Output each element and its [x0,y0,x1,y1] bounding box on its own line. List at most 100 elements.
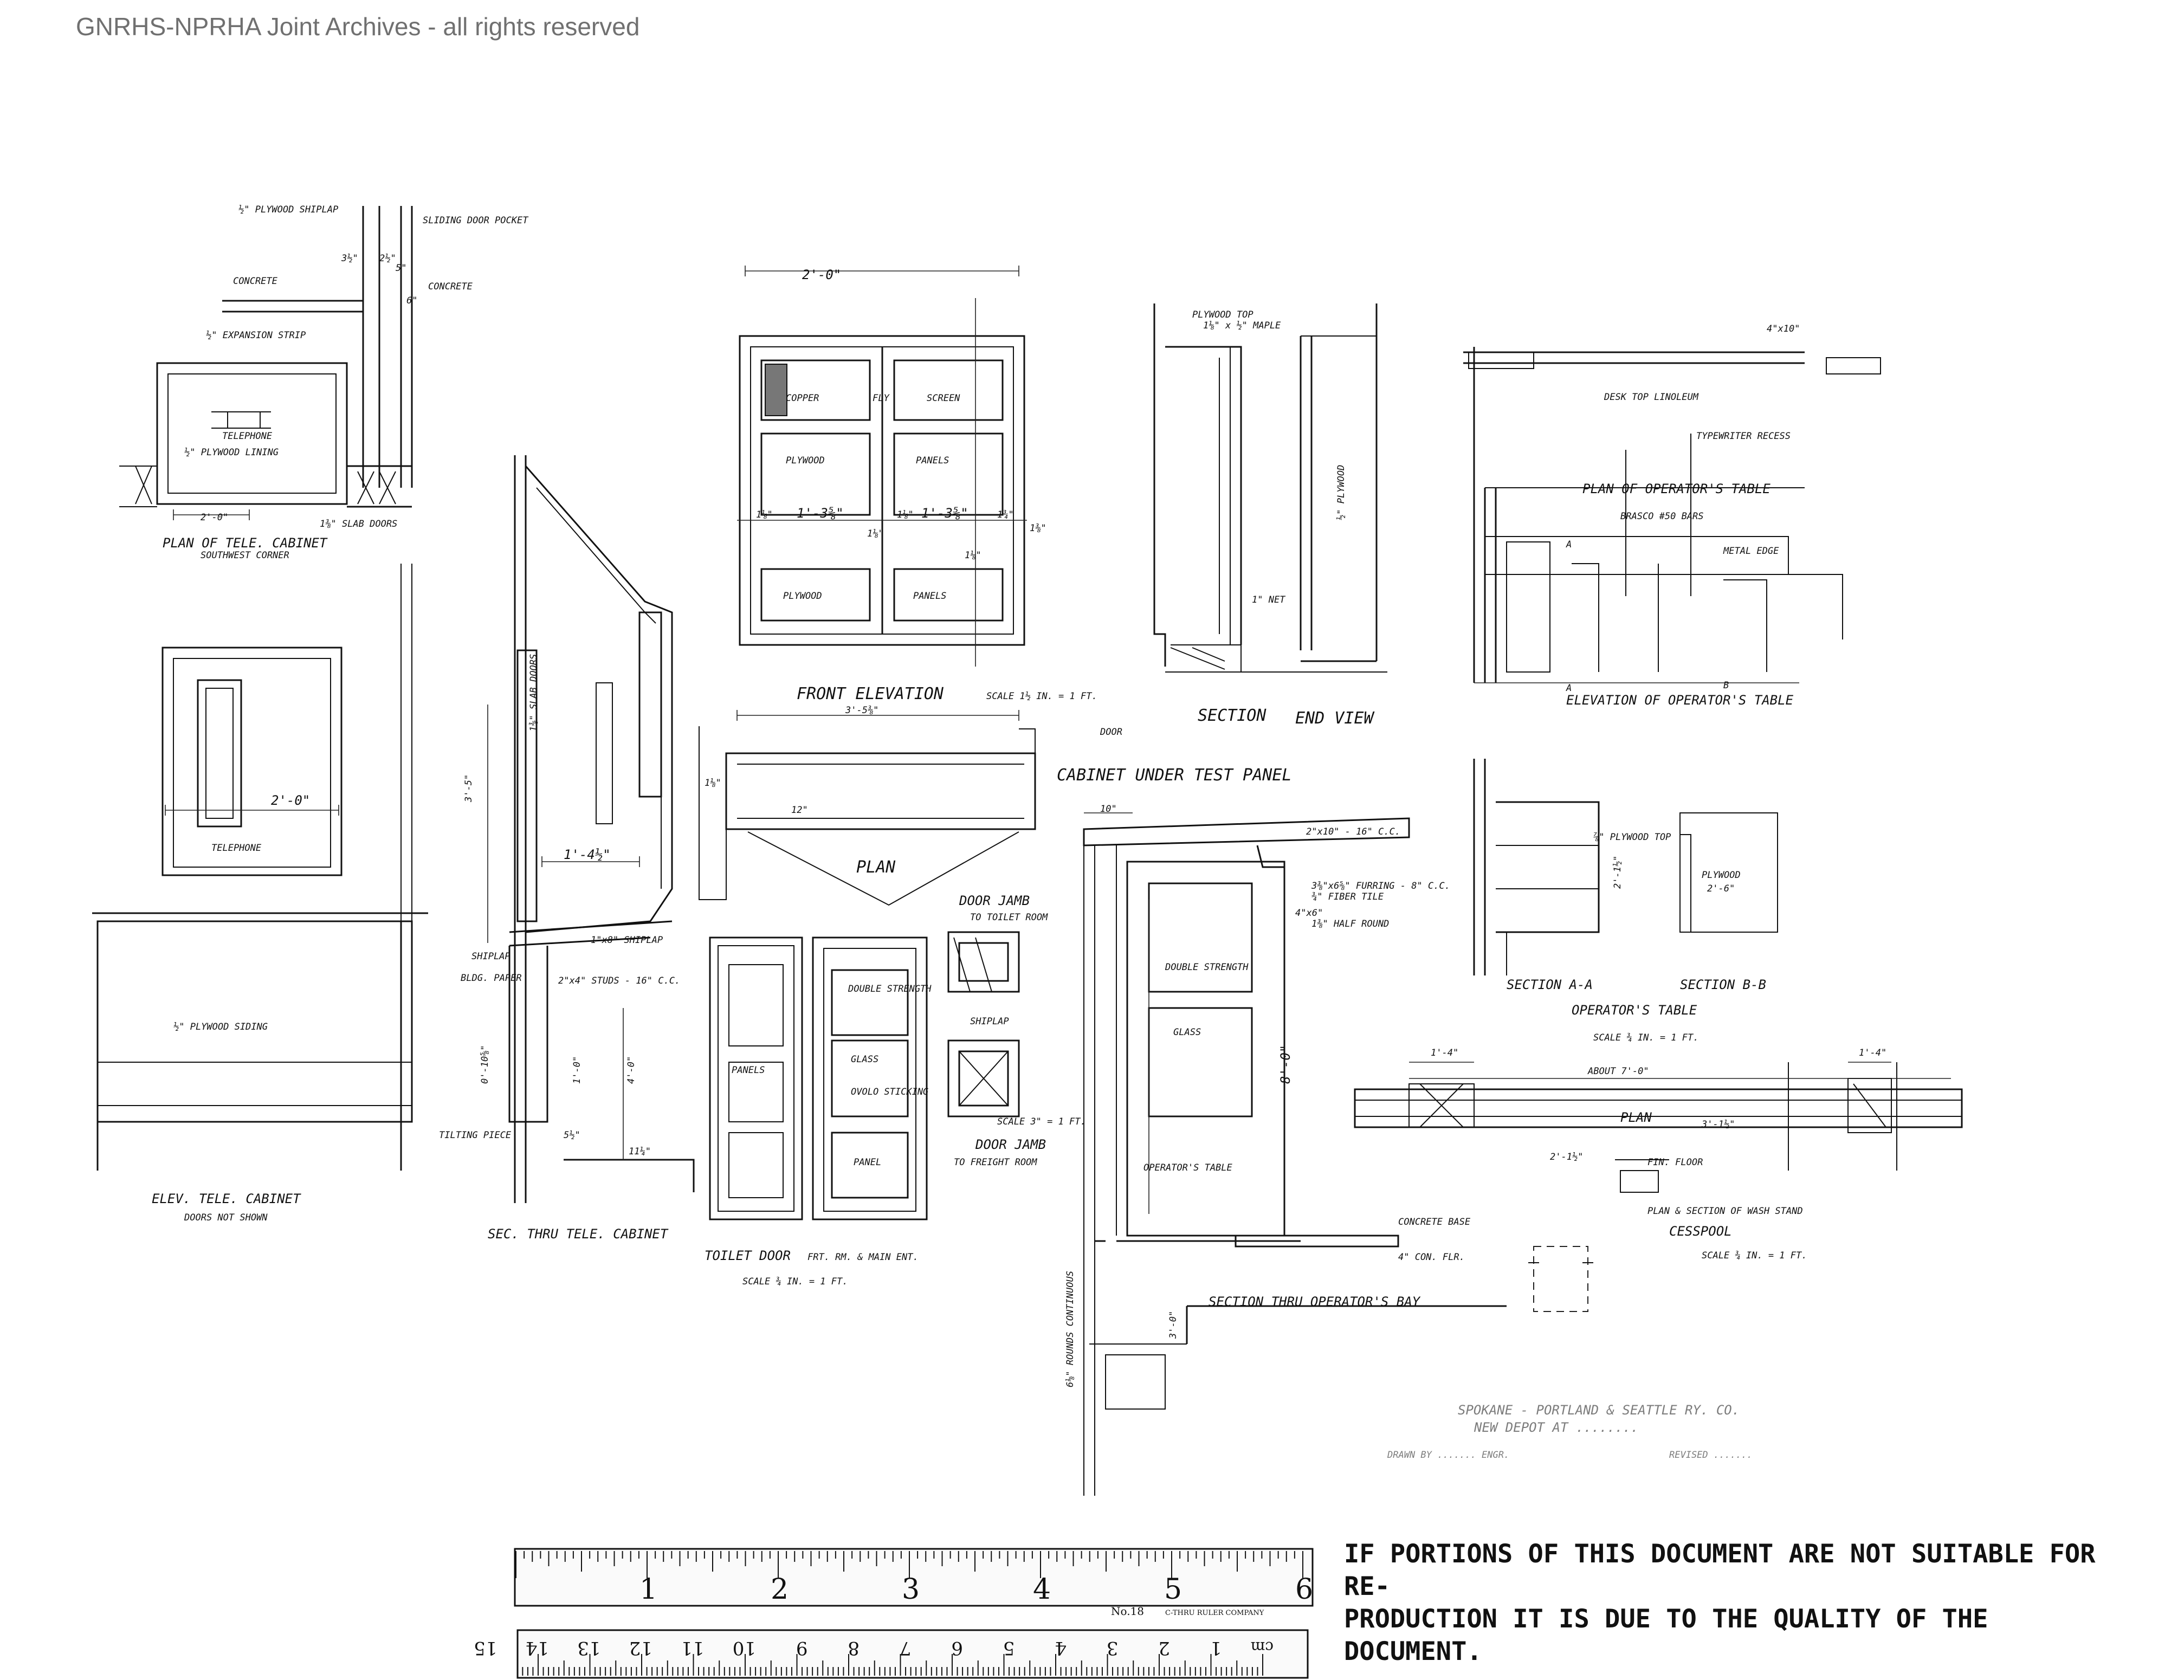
doors-view: PANELS DOUBLE STRENGTH GLASS OVOLO STICK… [705,936,932,1287]
section-maple: 1⅛" x ½" MAPLE [1203,320,1281,331]
cabinet-plan-depth: 1⅛" [705,778,721,789]
wash-2-1: 2'-1½" [1550,1152,1583,1162]
tele-sec-dim-1-0: 1'-0" [572,1056,583,1084]
doors-title: TOILET DOOR [705,1248,791,1263]
tele-plan-dim-2-5: 2½" [379,253,396,264]
section-plywood-top: PLYWOOD TOP [1192,309,1253,320]
door-ovolo: OVOLO STICKING [851,1087,928,1097]
door-double-strength: DOUBLE STRENGTH [848,984,932,994]
tele-plan-dim-6: 6" [406,295,417,306]
tele-plan-concrete-left: CONCRETE [233,276,278,287]
section-title: SECTION [1198,706,1267,725]
front-elev-width: 2'-0" [802,267,841,282]
front-elev-title: FRONT ELEVATION [797,684,944,703]
doors-title2: FRT. RM. & MAIN ENT. [807,1252,919,1263]
ruler-cm-label: 13 [577,1637,600,1659]
end-view-plywood: ½" PLYWOOD [1336,465,1347,520]
tele-plan-dim-3-5: 3½" [341,253,358,264]
tele-plan-expansion-strip: ½" EXPANSION STRIP [206,330,306,341]
wash-plan-label: PLAN [1620,1110,1652,1125]
tele-sec-shiplap: SHIPLAP [471,951,511,962]
ruler-inch-label: 6 [1295,1573,1313,1606]
tele-plan-plywood-lining: ½" PLYWOOD LINING [184,447,279,458]
front-elev-plywood-2: PLYWOOD [783,591,822,602]
tele-sec-dim-4-0: 4'-0" [626,1056,637,1084]
ruler-cm-label: 15 [474,1637,497,1659]
tele-elev-title: ELEV. TELE. CABINET [152,1191,301,1206]
quality-notice: IF PORTIONS OF THIS DOCUMENT ARE NOT SUI… [1344,1538,2103,1668]
op-table-sec-a: SECTION A-A [1507,977,1593,992]
ruler-cm-label: 7 [900,1637,912,1659]
ruler-cm-label: 1 [1210,1637,1222,1659]
op-bay-fiber-tile: ¾" FIBER TILE [1311,891,1384,902]
wash-3-1: 3'-1½" [1701,1119,1735,1130]
op-table-2-1: 2'-1½" [1612,856,1623,889]
ruler-cm-label: 5 [1003,1637,1015,1659]
tele-elev-plywood-siding: ½" PLYWOOD SIDING [173,1022,268,1032]
section-1-net: 1" NET [1252,595,1286,605]
tele-plan-subtitle: SOUTHWEST CORNER [201,550,289,561]
ruler-cm-label: 12 [629,1637,652,1659]
cabinet-plan-plan-label: PLAN [856,858,896,877]
operator-bay-view: 10" 2"x10" - 16" C.C. 3⅜"x6⅝" FURRING - … [1065,804,1507,1496]
front-elev-dim-b: 1⅛" [897,509,914,520]
op-bay-rounds: 6⅛" ROUNDS CONTINUOUS [1065,1271,1076,1387]
title-block-line1: SPOKANE - PORTLAND & SEATTLE RY. CO. [1458,1403,1740,1418]
op-table-scale: SCALE ¾ IN. = 1 FT. [1593,1032,1698,1043]
tele-sec-title: SEC. THRU TELE. CABINET [488,1226,669,1242]
door-jamb-view: DOOR JAMB TO TOILET ROOM SHIPLAP SCALE 3… [947,893,1086,1168]
tele-sec-dim-11: 11¼" [629,1146,651,1157]
front-elev-dim-left: 1'-3⅝" [797,506,844,521]
door-jamb-scale: SCALE 3" = 1 FT. [997,1116,1086,1127]
cabinet-plan-width: 3'-5⅜" [845,705,878,716]
op-table-linoleum: DESK TOP LINOLEUM [1604,392,1699,403]
front-elev-fly: FLY [873,393,890,404]
door-jamb-shiplap: SHIPLAP [970,1016,1009,1027]
op-table-plywood-top: ⅞" PLYWOOD TOP [1593,832,1671,843]
tele-sec-tilting-piece: TILTING PIECE [439,1130,512,1141]
door-panels: PANELS [732,1065,765,1076]
front-elev-screen: SCREEN [927,393,960,404]
wash-stand-view: ABOUT 7'-0" 1'-4" 1'-4" 3'-1½" 2'-1½" FI… [1354,1048,1963,1312]
ruler-inch-label: 2 [771,1573,789,1606]
tele-elevation-view: 2'-0" TELEPHONE ½" PLYWOOD SIDING ELEV. … [92,564,428,1223]
cabinet-plan-view: 3'-5⅜" DOOR 1⅛" 12" CABINET UNDER TEST P… [699,705,1291,906]
ruler-cm-unit: cm [1251,1638,1274,1656]
end-view-title: END VIEW [1295,709,1375,728]
front-elev-dim-d: 1¾" [997,509,1014,520]
ruler-inch-label: 5 [1164,1573,1182,1606]
op-bay-4x6: 4"x6" [1295,908,1323,919]
ruler-maker: C-THRU RULER COMPANY [1165,1609,1264,1617]
ruler-cm-label: 9 [796,1637,808,1659]
op-bay-con-flr: 4" CON. FLR. [1398,1252,1465,1263]
front-elevation-view: 2'-0" COPPER FLY SCREEN PLYWOOD PANELS P… [737,266,1097,703]
op-table-plywood: PLYWOOD [1702,870,1741,881]
ruler-cm-label: 8 [848,1637,860,1659]
op-bay-concrete-base: CONCRETE BASE [1398,1217,1471,1227]
op-table-brasco: BRASCO #50 BARS [1620,511,1704,522]
op-bay-double-strength: DOUBLE STRENGTH [1165,962,1249,973]
op-table-a2: A [1566,683,1572,694]
front-elev-scale: SCALE 1½ IN. = 1 FT. [986,691,1097,702]
tele-sec-studs: 2"x4" STUDS - 16" C.C. [558,975,680,986]
op-table-elev-title: ELEVATION OF OPERATOR'S TABLE [1566,693,1794,708]
op-bay-title: SECTION THRU OPERATOR'S BAY [1209,1294,1421,1309]
archive-header: GNRHS-NPRHA Joint Archives - all rights … [76,12,640,41]
front-elev-plywood-1: PLYWOOD [786,455,825,466]
tele-sec-1x8-shiplap: 1"x8" SHIPLAP [591,935,663,946]
op-table-typewriter: TYPEWRITER RECESS [1696,431,1791,442]
ruler-inch-label: 3 [902,1573,920,1606]
tele-plan-door-pocket: SLIDING DOOR POCKET [423,215,529,226]
tele-plan-view: ½" PLYWOOD SHIPLAP SLIDING DOOR POCKET C… [119,204,529,561]
tele-sec-slab-doors: 1⅜" SLAB DOORS [528,654,539,732]
door-glass: GLASS [851,1054,878,1065]
tele-plan-plywood-shiplap: ½" PLYWOOD SHIPLAP [238,204,338,215]
title-block-line3: DRAWN BY ....... ENGR. [1387,1450,1509,1461]
front-elev-panels-2: PANELS [913,591,946,602]
ruler-cm-label: 4 [1055,1637,1067,1659]
op-table-metal-edge: METAL EDGE [1723,546,1779,557]
op-table-title: OPERATOR'S TABLE [1572,1003,1697,1018]
ruler-cm-label: 2 [1158,1637,1170,1659]
tele-plan-title: PLAN OF TELE. CABINET [163,535,328,551]
